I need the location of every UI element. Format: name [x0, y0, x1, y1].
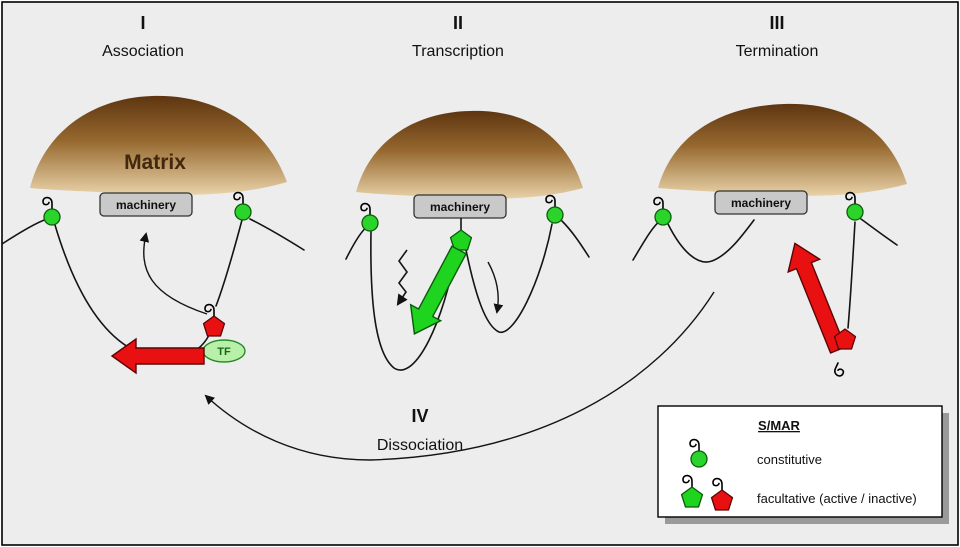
- legend-constitutive-label: constitutive: [757, 452, 822, 467]
- step-3-label: Termination: [736, 43, 819, 60]
- dna-strand: [860, 218, 898, 246]
- dna-strand: [667, 219, 755, 263]
- legend-title: S/MAR: [758, 418, 801, 433]
- step-1-label: Association: [102, 43, 184, 60]
- dna-strand: [370, 231, 457, 371]
- matrix-blob-2: [356, 110, 583, 199]
- matrix-blob-1: [30, 95, 287, 195]
- step-4-label: Dissociation: [377, 437, 463, 454]
- step-2-numeral: II: [453, 13, 463, 33]
- gene-arrow-inactive: [110, 337, 205, 375]
- machinery-label-1: machinery: [116, 198, 176, 212]
- gene-arrow-active: [409, 245, 468, 335]
- transcription-factor-label: TF: [217, 346, 231, 358]
- step-1-numeral: I: [140, 13, 145, 33]
- rna-transcript-icon: [396, 249, 408, 306]
- constitutive-smar-icon: [846, 203, 864, 221]
- recruitment-arrow: [139, 232, 208, 315]
- machinery-box-2: [413, 194, 507, 219]
- constitutive-smar-icon: [234, 203, 252, 221]
- constitutive-smar-icon: [654, 208, 672, 226]
- legend-facultative-label: facultative (active / inactive): [757, 491, 917, 506]
- machinery-label-2: machinery: [430, 200, 490, 214]
- constitutive-smar-icon: [361, 214, 379, 232]
- dna-strand: [249, 218, 305, 251]
- dissociation-arrow: [204, 291, 715, 461]
- legend-constitutive-icon: [690, 450, 708, 468]
- dna-strand: [215, 219, 243, 307]
- machinery-box-3: [714, 190, 808, 215]
- matrix-blob-3: [658, 103, 907, 196]
- matrix-label: Matrix: [124, 151, 186, 174]
- elongation-arrow: [487, 261, 504, 314]
- constitutive-smar-icon: [43, 208, 61, 226]
- dna-strand: [561, 220, 590, 258]
- machinery-label-3: machinery: [731, 196, 791, 210]
- machinery-box-1: [99, 192, 193, 217]
- step-2-label: Transcription: [412, 43, 504, 60]
- step-4-numeral: IV: [411, 406, 428, 426]
- dna-strand: [847, 221, 856, 329]
- dna-strand: [465, 223, 553, 333]
- constitutive-smar-icon: [546, 206, 564, 224]
- step-3-numeral: III: [769, 13, 784, 33]
